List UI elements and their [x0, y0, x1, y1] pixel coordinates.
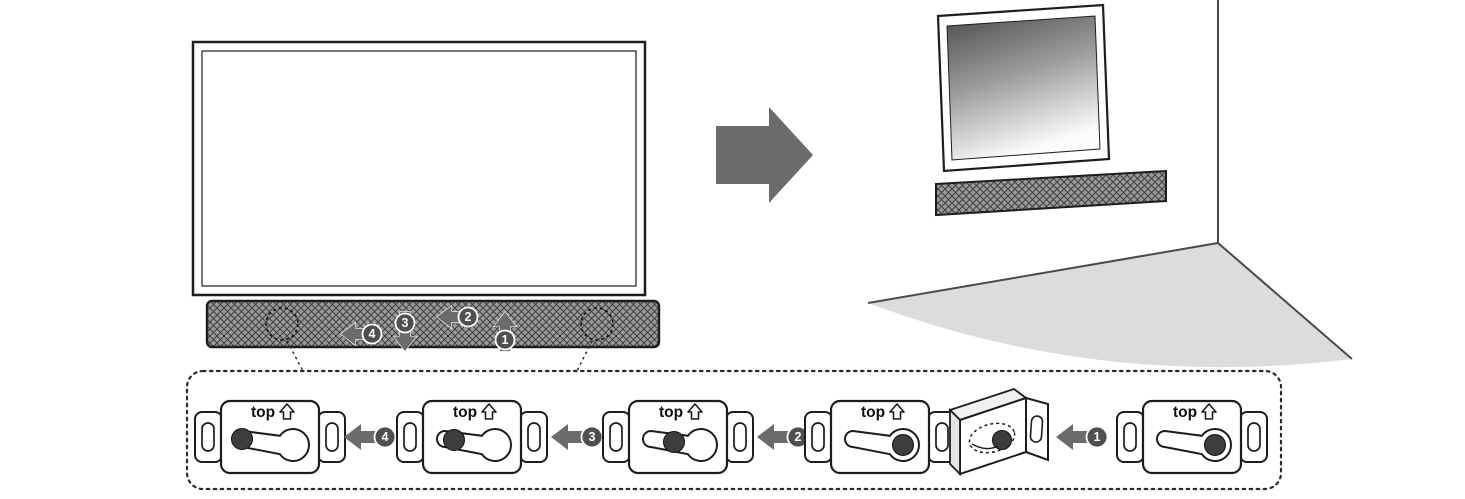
bracket-step-3	[601, 399, 755, 475]
bracket-step-1-start	[1115, 399, 1269, 475]
wall-screw	[663, 431, 685, 453]
step-badge-2: 2	[457, 306, 479, 328]
keyhole-dashed-outline	[968, 422, 1016, 454]
front-view-scene: 1 2 3 4	[191, 40, 661, 372]
step-number: 3	[402, 316, 409, 330]
floor	[868, 243, 1352, 368]
bracket-step-4	[395, 399, 549, 475]
step-number: 2	[465, 310, 472, 324]
panel-step-1: 1	[1056, 424, 1109, 450]
wall-screw	[892, 434, 914, 456]
mounted-soundbar	[935, 169, 1167, 217]
transition-arrow-icon	[716, 107, 813, 203]
step-number: 1	[1094, 430, 1101, 444]
bracket-3d-side	[949, 407, 961, 477]
wall-screw	[1204, 434, 1226, 456]
bracket-sequence-panel: 4 3 2	[185, 369, 1283, 491]
bracket-step-2	[803, 399, 957, 475]
soundbar	[205, 299, 661, 349]
wall-corner-scene	[867, 0, 1353, 368]
tv-screen	[201, 50, 637, 287]
wall-screw	[992, 430, 1012, 450]
soundbar-step-1: 1	[493, 311, 517, 352]
bracket-position-marker-right	[580, 307, 614, 341]
mounted-tv-screen	[946, 15, 1101, 161]
step-badge-4: 4	[373, 425, 397, 449]
wall-screw	[231, 428, 253, 450]
step-number: 1	[502, 333, 509, 347]
soundbar-step-2: 2	[436, 305, 479, 329]
step-number: 3	[589, 430, 596, 444]
step-badge-4: 4	[361, 323, 383, 345]
step-number: 2	[795, 430, 802, 444]
step-badge-3: 3	[394, 312, 416, 334]
step-number: 4	[382, 430, 389, 444]
step-badge-3: 3	[580, 425, 604, 449]
panel-step-4: 4	[344, 424, 397, 450]
soundbar-step-3: 3	[393, 311, 417, 352]
wall-screw	[443, 429, 465, 451]
step-number: 4	[369, 327, 376, 341]
bracket-position-marker-left	[265, 307, 299, 341]
bracket-step-5-final	[193, 399, 347, 475]
flange-screw-slot	[1029, 415, 1044, 443]
step-badge-1: 1	[1085, 425, 1109, 449]
wall-floor-edges	[867, 241, 1353, 360]
step-badge-1: 1	[494, 329, 516, 351]
keyhole-tail-line	[971, 443, 999, 450]
bracket-3d-view	[948, 387, 1049, 477]
soundbar-step-4: 4	[340, 322, 383, 346]
